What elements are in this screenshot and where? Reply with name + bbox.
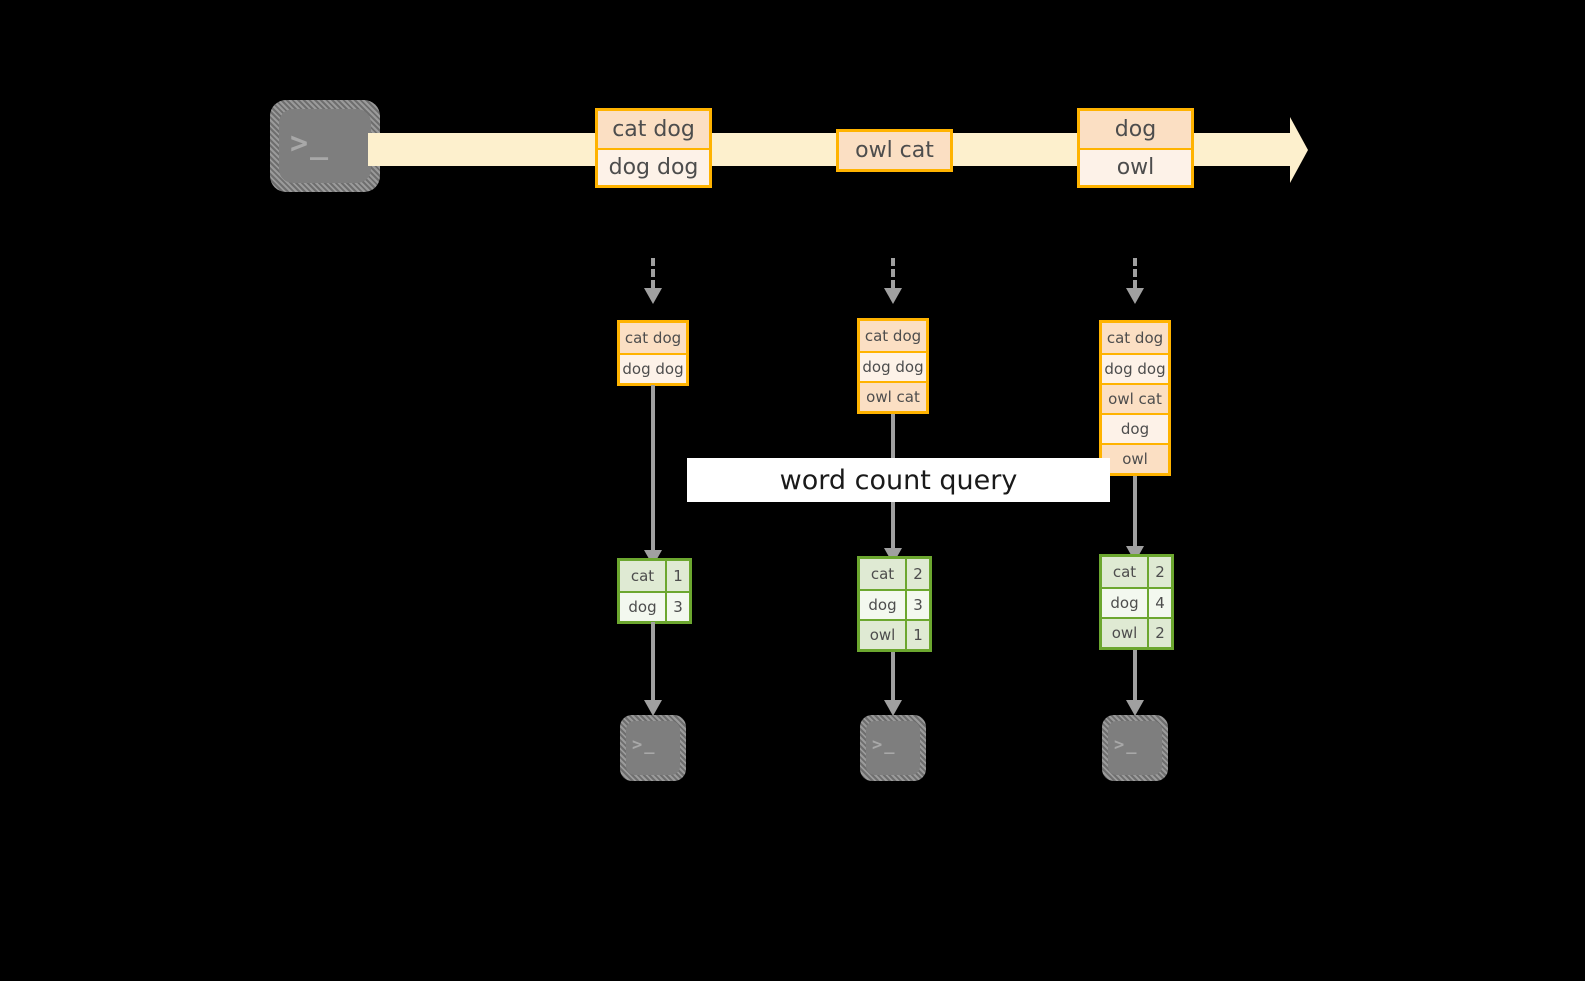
event-log-row: dog: [1102, 413, 1168, 443]
count-row: owl 2: [1102, 617, 1171, 647]
query-label: word count query: [687, 458, 1110, 502]
stream-event-2: owl cat: [836, 129, 953, 172]
count-value: 2: [1147, 557, 1171, 587]
count-word: cat: [860, 559, 905, 589]
count-word: dog: [860, 591, 905, 619]
event-log-row: owl cat: [860, 381, 926, 411]
stream-event-line: dog dog: [598, 148, 709, 185]
count-row: cat 1: [620, 561, 689, 591]
snapshot-2-sink-arrow: [891, 652, 895, 700]
terminal-screen: [626, 721, 680, 775]
count-value: 2: [1147, 619, 1171, 647]
snapshot-1-sink-arrow: [651, 622, 655, 700]
count-word: owl: [860, 621, 905, 649]
stream-event-line: owl cat: [839, 132, 950, 169]
event-log-row: owl cat: [1102, 383, 1168, 413]
count-word: cat: [1102, 557, 1147, 587]
event-log-row: dog dog: [620, 353, 686, 383]
count-value: 2: [905, 559, 929, 589]
snapshot-1-dashed-connector: [651, 258, 655, 288]
snapshot-1-event-log: cat dog dog dog: [617, 320, 689, 386]
snapshot-1-query-arrow: [651, 385, 655, 550]
snapshot-2-event-log: cat dog dog dog owl cat: [857, 318, 929, 414]
stream-arrow-head: [1290, 117, 1308, 183]
terminal-screen: [1108, 721, 1162, 775]
snapshot-2-dashed-connector: [891, 258, 895, 288]
count-value: 3: [905, 591, 929, 619]
event-log-row: dog dog: [1102, 353, 1168, 383]
count-word: dog: [1102, 589, 1147, 617]
snapshot-3-sink-terminal-icon: >_: [1102, 715, 1168, 781]
terminal-prompt-glyph: >_: [290, 126, 331, 161]
terminal-prompt-glyph: >_: [872, 734, 897, 755]
snapshot-3-count-table: cat 2 dog 4 owl 2: [1099, 554, 1174, 650]
terminal-prompt-glyph: >_: [1114, 734, 1139, 755]
snapshot-1-dashed-arrowhead: [644, 288, 662, 304]
count-row: dog 4: [1102, 587, 1171, 617]
count-value: 4: [1147, 589, 1171, 617]
snapshot-2-sink-arrowhead: [884, 700, 902, 716]
snapshot-2-sink-terminal-icon: >_: [860, 715, 926, 781]
snapshot-1-sink-terminal-icon: >_: [620, 715, 686, 781]
stream-event-1: cat dog dog dog: [595, 108, 712, 188]
stream-event-line: dog: [1080, 111, 1191, 148]
snapshot-1-count-table: cat 1 dog 3: [617, 558, 692, 624]
count-row: dog 3: [860, 589, 929, 619]
terminal-screen: [279, 109, 371, 183]
event-log-row: cat dog: [620, 323, 686, 353]
snapshot-2-count-table: cat 2 dog 3 owl 1: [857, 556, 932, 652]
count-row: dog 3: [620, 591, 689, 621]
source-terminal-icon: >_: [270, 100, 380, 192]
count-value: 3: [665, 593, 689, 621]
snapshot-3-sink-arrow: [1133, 650, 1137, 700]
terminal-screen: [866, 721, 920, 775]
snapshot-3-dashed-connector: [1133, 258, 1137, 288]
stream-event-line: cat dog: [598, 111, 709, 148]
count-row: cat 2: [860, 559, 929, 589]
stream-event-3: dog owl: [1077, 108, 1194, 188]
count-word: cat: [620, 561, 665, 591]
event-log-row: cat dog: [1102, 323, 1168, 353]
event-log-row: dog dog: [860, 351, 926, 381]
snapshot-3-dashed-arrowhead: [1126, 288, 1144, 304]
snapshot-3-event-log: cat dog dog dog owl cat dog owl: [1099, 320, 1171, 476]
count-row: cat 2: [1102, 557, 1171, 587]
count-value: 1: [665, 561, 689, 591]
stream-event-line: owl: [1080, 148, 1191, 185]
snapshot-2-dashed-arrowhead: [884, 288, 902, 304]
terminal-prompt-glyph: >_: [632, 734, 657, 755]
snapshot-3-query-arrow: [1133, 476, 1137, 546]
count-word: dog: [620, 593, 665, 621]
count-row: owl 1: [860, 619, 929, 649]
event-log-row: owl: [1102, 443, 1168, 473]
snapshot-3-sink-arrowhead: [1126, 700, 1144, 716]
event-log-row: cat dog: [860, 321, 926, 351]
snapshot-1-sink-arrowhead: [644, 700, 662, 716]
count-word: owl: [1102, 619, 1147, 647]
count-value: 1: [905, 621, 929, 649]
